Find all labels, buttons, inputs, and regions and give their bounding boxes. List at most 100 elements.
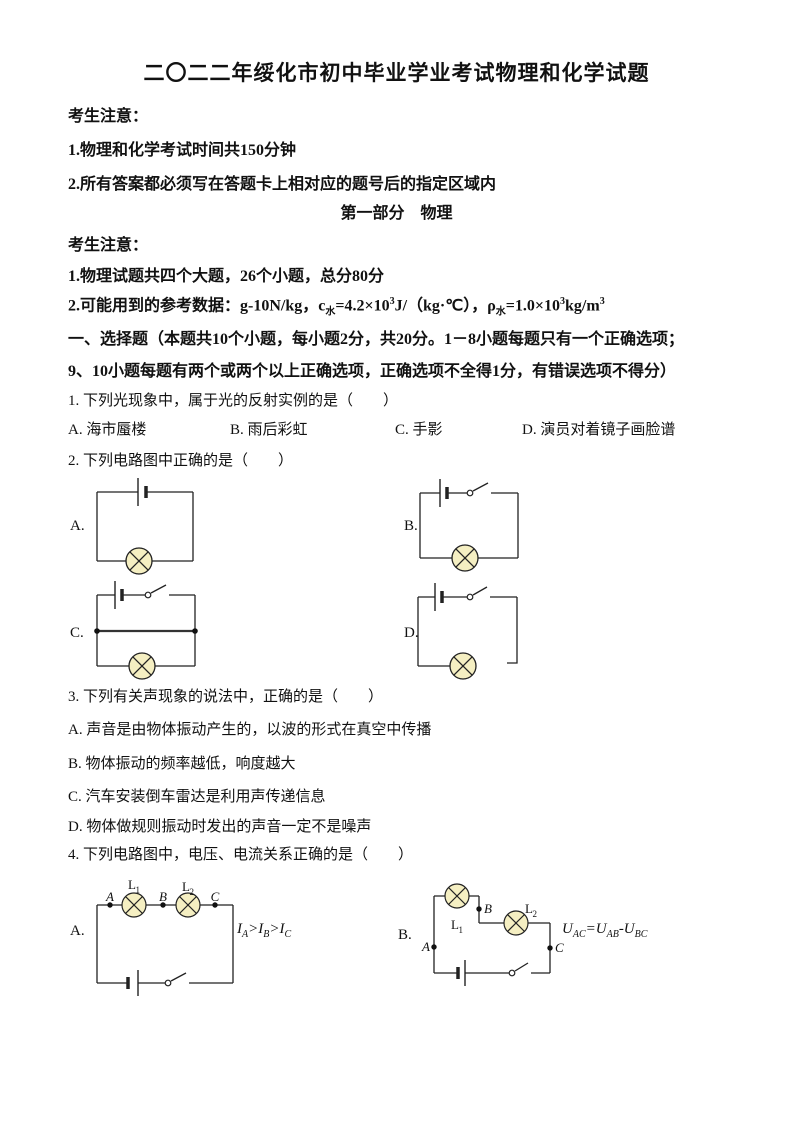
q4-formula-current: IA>IB>IC xyxy=(237,920,291,942)
lamp2-label-sub: 2 xyxy=(533,909,538,919)
point-label-b: B xyxy=(159,889,167,904)
notice-heading: 考生注意： xyxy=(68,108,149,125)
reference-data-line: 2.可能用到的参考数据：g-10N/kg，c水=4.2×103J/（kg·℃），… xyxy=(68,296,605,319)
formula-sub: B xyxy=(263,929,270,940)
formula-part: >I xyxy=(248,921,264,937)
switch-pivot xyxy=(466,489,474,497)
lamp2-label: L xyxy=(182,879,190,894)
switch-blade xyxy=(150,584,167,594)
q2-circuit-c xyxy=(94,581,198,680)
junction-dot-c xyxy=(547,945,553,951)
junction-dot-c xyxy=(212,902,218,908)
switch-pivot xyxy=(164,979,172,987)
q1-option-a: A. 海市蜃楼 xyxy=(68,422,147,438)
ref-sup: 3 xyxy=(599,296,605,307)
lamp-icon xyxy=(175,892,201,918)
lamp-icon xyxy=(128,652,156,680)
notice-line-1: 1.物理和化学考试时间共150分钟 xyxy=(68,142,297,159)
q2-circuit-b xyxy=(419,479,519,572)
ref-part: =4.2×10 xyxy=(335,297,390,315)
formula-part: >I xyxy=(269,921,285,937)
question-4-text: 4. 下列电路图中，电压、电流关系正确的是（ ） xyxy=(68,847,414,863)
q1-option-d: D. 演员对着镜子画脸谱 xyxy=(522,422,676,438)
section-choice-line-1: 一、选择题（本题共10个小题，每小题2分，共20分。1－8小题每题只有一个正确选… xyxy=(68,331,685,348)
junction-dot-a xyxy=(107,902,113,908)
q2-label-d: D. xyxy=(404,625,419,641)
q1-option-b: B. 雨后彩虹 xyxy=(230,422,308,438)
point-label-a: A xyxy=(421,939,430,954)
lamp2-label-sub: 2 xyxy=(190,887,195,897)
lamp1-label: L xyxy=(128,877,136,892)
junction-dot xyxy=(94,628,100,634)
q4-circuit-a: A B C L 1 L 2 xyxy=(96,877,234,996)
question-1-text: 1. 下列光现象中，属于光的反射实例的是（ ） xyxy=(68,393,399,409)
formula-sub: AC xyxy=(572,929,586,940)
junction-dot-b xyxy=(160,902,166,908)
switch-blade xyxy=(472,482,489,492)
q2-label-b: B. xyxy=(404,518,418,534)
point-label-a: A xyxy=(105,889,114,904)
q3-option-d: D. 物体做规则振动时发出的声音一定不是噪声 xyxy=(68,819,372,835)
junction-dot-b xyxy=(476,906,482,912)
lamp-icon xyxy=(449,652,477,680)
point-label-b: B xyxy=(484,901,492,916)
ref-part: J/（kg·℃），ρ xyxy=(394,297,496,315)
lamp1-label: L xyxy=(451,917,459,932)
lamp1-label-sub: 1 xyxy=(136,885,141,895)
wire-path xyxy=(417,596,518,667)
switch-blade xyxy=(514,962,529,972)
q2-circuit-d xyxy=(417,583,518,680)
ref-part: 2.可能用到的参考数据：g-10N/kg，c xyxy=(68,297,326,315)
q4-formula-voltage: UAC=UAB-UBC xyxy=(562,920,647,942)
lamp-icon xyxy=(451,544,479,572)
junction-dot xyxy=(192,628,198,634)
wire-path xyxy=(419,492,519,559)
lamp2-label: L xyxy=(525,901,533,916)
ref-sup: 3 xyxy=(389,296,395,307)
notice-line-2: 2.所有答案都必须写在答题卡上相对应的题号后的指定区域内 xyxy=(68,176,497,193)
junction-dot-a xyxy=(431,944,437,950)
q2-label-c: C. xyxy=(70,625,84,641)
switch-pivot xyxy=(466,593,474,601)
physics-notice-heading: 考生注意： xyxy=(68,237,149,254)
switch-blade xyxy=(472,586,488,596)
formula-part: U xyxy=(562,921,573,937)
point-label-c: C xyxy=(211,889,220,904)
q3-option-b: B. 物体振动的频率越低，响度越大 xyxy=(68,756,296,772)
ref-part: kg/m xyxy=(565,297,600,315)
wire-path xyxy=(96,904,234,984)
lamp-icon xyxy=(125,547,153,575)
q4-label-b: B. xyxy=(398,927,412,943)
wire-path xyxy=(96,491,194,562)
formula-sub: C xyxy=(284,929,292,940)
formula-part: =U xyxy=(585,921,607,937)
q3-option-a: A. 声音是由物体振动产生的，以波的形式在真空中传播 xyxy=(68,722,432,738)
lamp-icon xyxy=(444,883,470,909)
q2-label-a: A. xyxy=(70,518,85,534)
formula-sub: BC xyxy=(634,929,648,940)
question-2-text: 2. 下列电路图中正确的是（ ） xyxy=(68,453,294,469)
point-label-c: C xyxy=(555,940,564,955)
switch-pivot xyxy=(508,969,516,977)
switch-blade xyxy=(170,972,187,982)
part-heading: 第一部分 物理 xyxy=(340,205,453,222)
lamp1-label-sub: 1 xyxy=(459,925,464,935)
physics-notice-line-1: 1.物理试题共四个大题，26个小题，总分80分 xyxy=(68,268,385,285)
page-title: 二〇二二年绥化市初中毕业学业考试物理和化学试题 xyxy=(143,61,650,85)
formula-part: -U xyxy=(618,921,635,937)
q1-option-c: C. 手影 xyxy=(395,422,443,438)
ref-sub: 水 xyxy=(325,306,336,318)
ref-sub: 水 xyxy=(495,306,506,318)
ref-sup: 3 xyxy=(560,296,566,307)
formula-sub: AB xyxy=(606,929,619,940)
q4-label-a: A. xyxy=(70,923,85,939)
switch-pivot xyxy=(144,591,152,599)
q4-circuit-b: A B C L 1 L 2 xyxy=(421,883,564,986)
formula-part: I xyxy=(237,921,242,937)
lamp-icon xyxy=(121,892,147,918)
question-3-text: 3. 下列有关声现象的说法中，正确的是（ ） xyxy=(68,689,384,705)
section-choice-line-2: 9、10小题每题有两个或两个以上正确选项，正确选项不全得1分，有错误选项不得分） xyxy=(68,363,677,380)
ref-part: =1.0×10 xyxy=(505,297,561,315)
q2-circuit-a xyxy=(96,478,194,575)
